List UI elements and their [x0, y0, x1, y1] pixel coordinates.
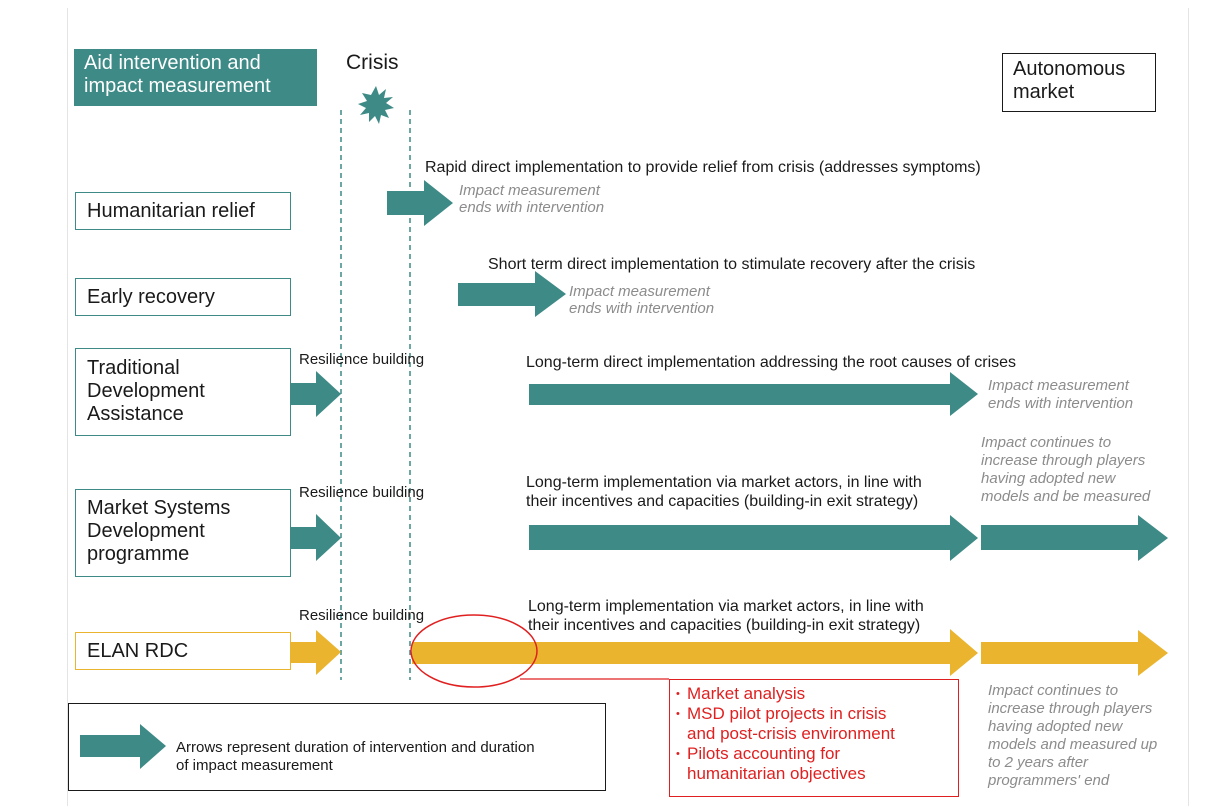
- msd-impact-line4: models and be measured: [981, 488, 1151, 505]
- tda-impact-line1: Impact measurement: [988, 377, 1129, 394]
- msd-continuation-arrow: [981, 515, 1168, 561]
- callout-item-2: • MSD pilot projects in crisis and post-…: [676, 704, 895, 743]
- title-box-line1: Aid intervention and: [84, 52, 261, 74]
- autonomous-line1: Autonomous: [1013, 58, 1126, 80]
- elan-description: Long-term implementation via market acto…: [528, 597, 924, 635]
- autonomous-line2: market: [1013, 81, 1075, 103]
- msd-description-line2: their incentives and capacities (buildin…: [526, 493, 919, 510]
- elan-label: ELAN RDC: [87, 640, 189, 662]
- tda-resilience-arrow: [291, 371, 341, 417]
- humanitarian-relief-box: Humanitarian relief: [75, 192, 291, 230]
- tda-label-line3: Assistance: [87, 403, 184, 425]
- crisis-starburst-icon: [358, 86, 394, 124]
- legend-arrow: [80, 724, 166, 769]
- msd-box: Market Systems Development programme: [75, 489, 291, 577]
- callout-box: • Market analysis • MSD pilot projects i…: [669, 679, 959, 797]
- legend-line1: Arrows represent duration of interventio…: [176, 739, 535, 756]
- callout-item-1: • Market analysis: [676, 684, 806, 703]
- tda-box: Traditional Development Assistance: [75, 348, 291, 436]
- early-recovery-label: Early recovery: [87, 286, 215, 308]
- msd-impact-line1: Impact continues to: [981, 434, 1112, 451]
- humanitarian-impact-note: Impact measurement ends with interventio…: [459, 182, 604, 216]
- humanitarian-description: Rapid direct implementation to provide r…: [425, 159, 981, 176]
- tda-resilience-label: Resilience building: [299, 351, 425, 368]
- tda-label-line1: Traditional: [87, 357, 180, 379]
- title-box-line2: impact measurement: [84, 75, 271, 97]
- early-recovery-arrow: [458, 271, 566, 317]
- callout-item-3: • Pilots accounting for humanitarian obj…: [676, 744, 866, 783]
- msd-description: Long-term implementation via market acto…: [526, 473, 922, 511]
- tda-long-arrow: [529, 372, 978, 416]
- title-box: Aid intervention and impact measurement: [74, 49, 317, 106]
- elan-impact-line2: increase through players: [988, 700, 1153, 717]
- tda-impact-note: Impact measurement ends with interventio…: [988, 377, 1133, 413]
- callout-item-2-line2: and post-crisis environment: [687, 724, 895, 743]
- tda-impact-line2: ends with intervention: [988, 395, 1134, 412]
- msd-description-line1: Long-term implementation via market acto…: [526, 474, 922, 491]
- humanitarian-impact-line1: Impact measurement: [459, 182, 600, 199]
- msd-label-line3: programme: [87, 543, 190, 565]
- legend-line2: of impact measurement: [176, 757, 333, 774]
- humanitarian-arrow: [387, 180, 453, 226]
- elan-impact-note: Impact continues to increase through pla…: [988, 682, 1157, 790]
- msd-long-arrow: [529, 515, 978, 561]
- elan-continuation-arrow: [981, 630, 1168, 676]
- elan-impact-line3: having adopted new: [988, 718, 1123, 735]
- elan-long-arrow: [412, 629, 978, 676]
- elan-impact-line5: to 2 years after: [988, 754, 1089, 771]
- tda-label-line2: Development: [87, 380, 205, 402]
- legend-text: Arrows represent duration of interventio…: [176, 739, 535, 775]
- outer-frame: [67, 8, 1189, 806]
- elan-box: ELAN RDC: [75, 632, 291, 670]
- humanitarian-impact-line2: ends with intervention: [459, 199, 605, 216]
- elan-description-line2: their incentives and capacities (buildin…: [528, 617, 921, 634]
- msd-impact-line2: increase through players: [981, 452, 1146, 469]
- early-impact-line2: ends with intervention: [569, 300, 715, 317]
- elan-resilience-arrow: [291, 630, 341, 675]
- msd-label-line2: Development: [87, 520, 205, 542]
- early-recovery-box: Early recovery: [75, 278, 291, 316]
- elan-impact-line6: programmers' end: [988, 772, 1110, 789]
- highlight-ellipse: [410, 614, 538, 688]
- legend-box: [68, 703, 606, 791]
- callout-item-3-line2: humanitarian objectives: [687, 764, 866, 783]
- early-recovery-impact-note: Impact measurement ends with interventio…: [569, 283, 714, 317]
- humanitarian-relief-label: Humanitarian relief: [87, 200, 255, 222]
- elan-resilience-label: Resilience building: [299, 607, 425, 624]
- msd-impact-note: Impact continues to increase through pla…: [981, 434, 1150, 506]
- callout-item-2-line1: MSD pilot projects in crisis: [687, 704, 887, 723]
- msd-label-line1: Market Systems: [87, 497, 231, 519]
- elan-impact-line1: Impact continues to: [988, 682, 1119, 699]
- early-impact-line1: Impact measurement: [569, 283, 710, 300]
- msd-impact-line3: having adopted new: [981, 470, 1116, 487]
- early-recovery-description: Short term direct implementation to stim…: [488, 256, 976, 273]
- tda-description: Long-term direct implementation addressi…: [526, 354, 1017, 371]
- autonomous-market-box: Autonomous market: [1002, 53, 1156, 112]
- elan-description-line1: Long-term implementation via market acto…: [528, 598, 924, 615]
- msd-resilience-arrow: [291, 514, 341, 561]
- callout-item-1-text: Market analysis: [687, 684, 806, 703]
- crisis-label: Crisis: [346, 51, 399, 74]
- msd-resilience-label: Resilience building: [299, 484, 425, 501]
- callout-item-3-line1: Pilots accounting for: [687, 744, 841, 763]
- elan-impact-line4: models and measured up: [988, 736, 1158, 753]
